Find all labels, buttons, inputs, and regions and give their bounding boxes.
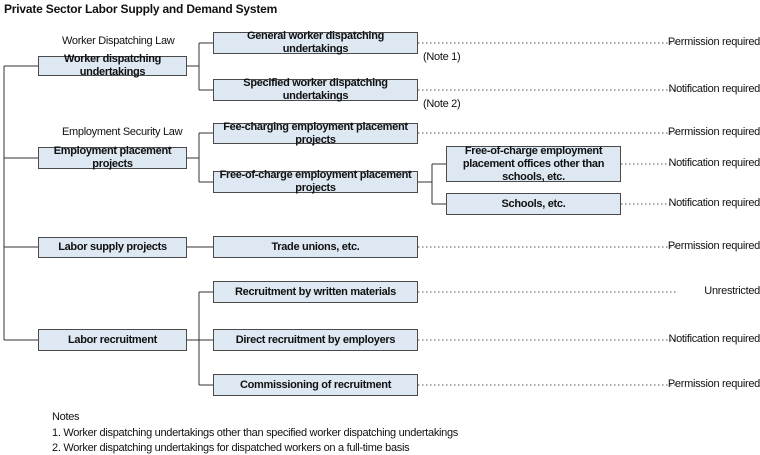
diagram-title: Private Sector Labor Supply and Demand S…: [4, 2, 278, 16]
result-general-dispatching: Permission required: [667, 36, 760, 48]
result-schools: Notification required: [668, 197, 760, 209]
result-trade-unions: Permission required: [667, 240, 760, 252]
note-mark-2: (Note 2): [423, 98, 461, 110]
item-schools: Schools, etc.: [446, 193, 621, 215]
item-written-materials: Recruitment by written materials: [213, 281, 418, 303]
notes-line-2: 2. Worker dispatching undertakings for d…: [52, 442, 410, 454]
item-free-offices: Free-of-charge employment placement offi…: [446, 145, 621, 183]
category-labor-supply: Labor supply projects: [38, 237, 187, 258]
notes-heading: Notes: [52, 411, 80, 423]
item-direct-recruitment: Direct recruitment by employers: [213, 329, 418, 351]
category-labor-recruitment: Labor recruitment: [38, 329, 187, 351]
item-specified-dispatching: Specified worker dispatching undertaking…: [213, 77, 418, 102]
result-commissioning: Permission required: [667, 378, 760, 390]
result-fee-charging: Permission required: [667, 126, 760, 138]
item-general-dispatching: General worker dispatching undertakings: [213, 30, 418, 55]
item-trade-unions: Trade unions, etc.: [213, 236, 418, 258]
item-commissioning: Commissioning of recruitment: [213, 374, 418, 396]
law-worker-dispatching: Worker Dispatching Law: [62, 35, 175, 47]
result-direct-recruitment: Notification required: [668, 333, 760, 345]
item-free-of-charge: Free-of-charge employment placement proj…: [213, 169, 418, 194]
note-mark-1: (Note 1): [423, 51, 461, 63]
result-free-offices: Notification required: [668, 157, 760, 169]
result-written-materials: Unrestricted: [704, 285, 760, 297]
result-specified-dispatching: Notification required: [668, 83, 760, 95]
category-employment-placement: Employment placement projects: [38, 145, 187, 170]
category-worker-dispatching: Worker dispatching undertakings: [38, 53, 187, 78]
notes-line-1: 1. Worker dispatching undertakings other…: [52, 427, 459, 439]
law-employment-security: Employment Security Law: [62, 126, 183, 138]
item-fee-charging: Fee-charging employment placement projec…: [213, 121, 418, 146]
